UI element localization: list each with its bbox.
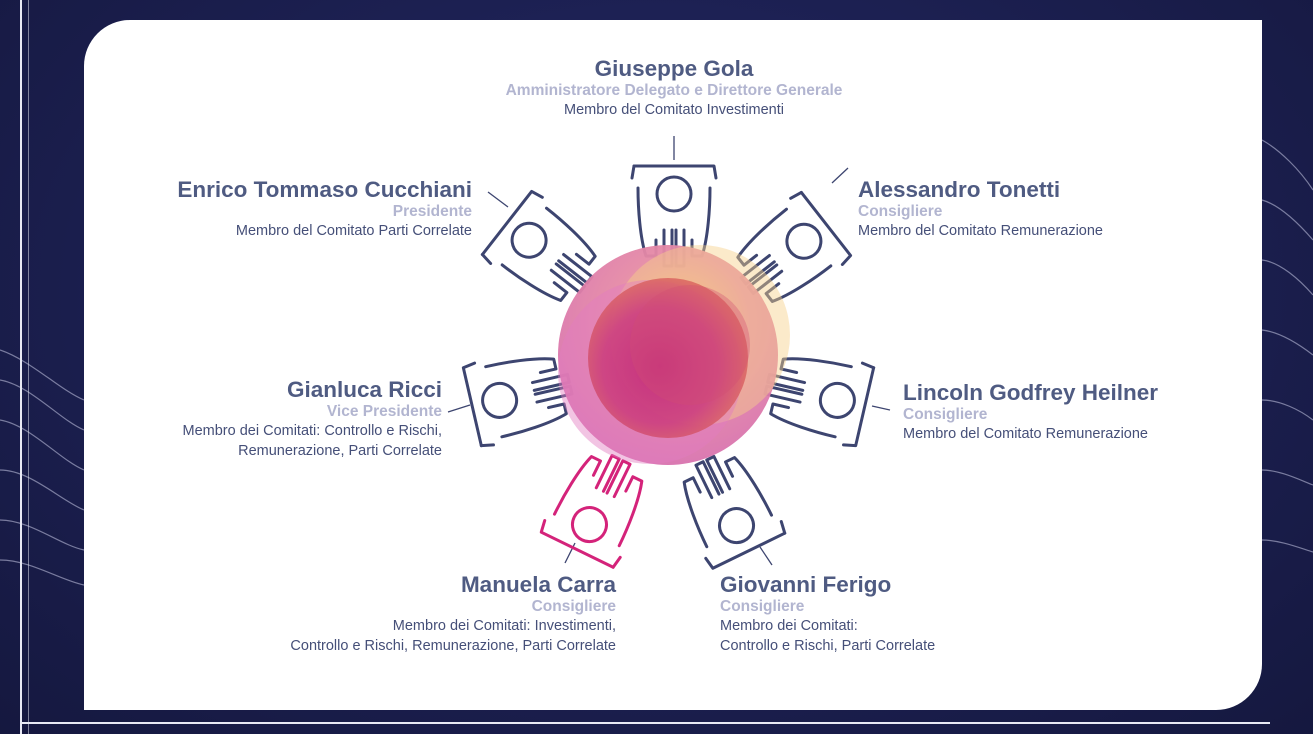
seat-carra-icon [539, 453, 644, 569]
member-committee: Membro dei Comitati: Investimenti, [392, 618, 616, 634]
member-committee: Membro del Comitato Investimenti [564, 102, 784, 118]
member-name: Giuseppe Gola [594, 56, 754, 81]
member-committee: Membro del Comitato Remunerazione [858, 223, 1103, 239]
member-role: Vice Presidente [326, 403, 442, 420]
member-name: Giovanni Ferigo [720, 572, 892, 597]
member-committee: Membro del Comitato Parti Correlate [235, 223, 472, 239]
member-role: Consigliere [858, 203, 943, 220]
member-cucchiani: Enrico Tommaso Cucchiani Presidente Memb… [100, 177, 472, 241]
member-role: Amministratore Delegato e Direttore Gene… [505, 82, 843, 99]
frame-left-line-inner [28, 0, 29, 734]
member-committee-line2: Controllo e Rischi, Parti Correlate [720, 638, 936, 654]
frame-bottom-line [20, 722, 1270, 724]
member-name: Manuela Carra [460, 572, 616, 597]
member-committee: Membro dei Comitati: [720, 618, 858, 634]
member-name: Enrico Tommaso Cucchiani [177, 177, 472, 202]
member-tonetti: Alessandro Tonetti Consigliere Membro de… [858, 177, 1238, 241]
member-role: Presidente [392, 203, 472, 220]
round-table [558, 245, 790, 465]
member-role: Consigliere [903, 406, 988, 423]
member-committee: Membro del Comitato Remunerazione [903, 426, 1148, 442]
member-gola: Giuseppe Gola Amministratore Delegato e … [424, 56, 924, 120]
member-ferigo: Giovanni Ferigo Consigliere Membro dei C… [720, 572, 1100, 656]
member-name: Alessandro Tonetti [858, 177, 1061, 202]
member-ricci: Gianluca Ricci Vice Presidente Membro de… [90, 377, 442, 461]
member-committee-line2: Remunerazione, Parti Correlate [238, 443, 442, 459]
member-heilner: Lincoln Godfrey Heilner Consigliere Memb… [903, 380, 1243, 444]
member-carra: Manuela Carra Consigliere Membro dei Com… [110, 572, 616, 656]
frame-left-line [20, 0, 22, 734]
member-name: Gianluca Ricci [286, 377, 442, 402]
member-committee: Membro dei Comitati: Controllo e Rischi, [182, 423, 442, 439]
member-role: Consigliere [531, 598, 616, 615]
member-committee-line2: Controllo e Rischi, Remunerazione, Parti… [290, 638, 616, 654]
member-role: Consigliere [720, 598, 805, 615]
member-name: Lincoln Godfrey Heilner [903, 380, 1159, 405]
